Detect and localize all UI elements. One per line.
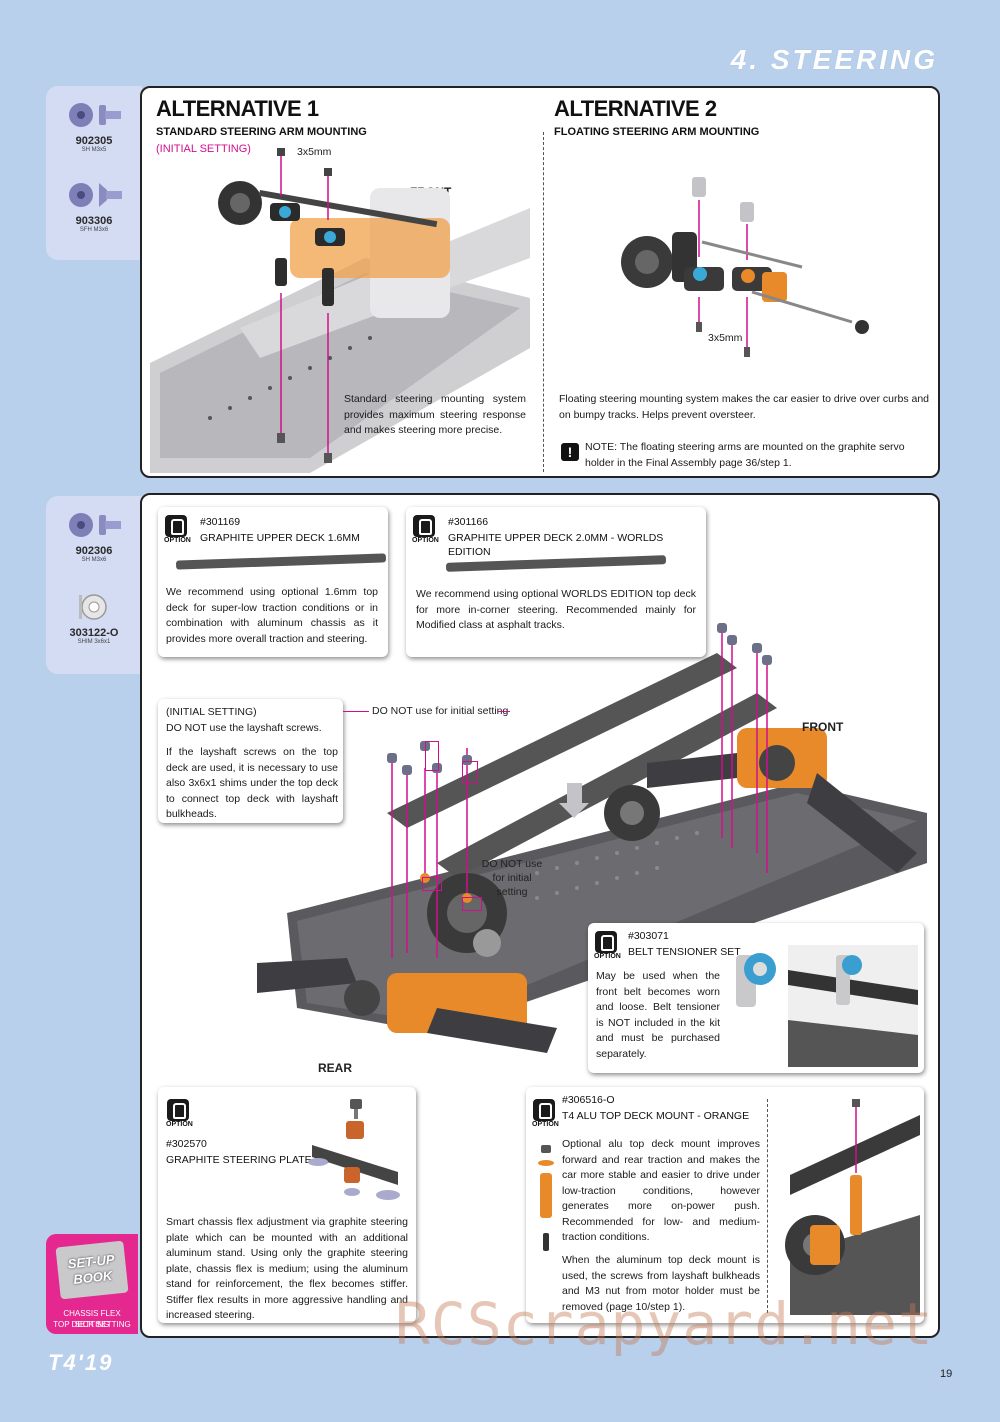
divider xyxy=(543,132,544,472)
highlight-box xyxy=(462,761,478,783)
alt1-subtitle: STANDARD STEERING ARM MOUNTING xyxy=(156,126,367,138)
screw-icon xyxy=(69,103,121,127)
deck-mount-parts-image xyxy=(538,1145,554,1251)
option-deck-20-name: GRAPHITE UPPER DECK 2.0MM - WORLDS EDITI… xyxy=(448,532,664,558)
deck-mount-part: #306516-O xyxy=(562,1094,615,1106)
option-deck-16-text: We recommend using optional 1.6mm top de… xyxy=(166,586,378,645)
option-thumb-icon: OPTION xyxy=(532,1099,559,1131)
setup-book-line1: CHASSIS FLEX SETTING xyxy=(63,1309,121,1329)
initial-setting-text: If the layshaft screws on the top deck a… xyxy=(166,746,338,820)
belt-tensioner-image xyxy=(736,953,776,1007)
alt2-subtitle: FLOATING STEERING ARM MOUNTING xyxy=(554,126,760,138)
donot-label-2: DO NOT use for initial setting xyxy=(481,858,543,898)
option-deck-16-name: GRAPHITE UPPER DECK 1.6MM xyxy=(200,532,360,544)
deck-mount-card: OPTION #306516-O T4 ALU TOP DECK MOUNT -… xyxy=(526,1087,924,1323)
front-label-2: FRONT xyxy=(802,720,844,734)
setup-book-icon: SET-UP BOOK xyxy=(55,1240,129,1300)
belt-tensioner-part: #303071 xyxy=(628,930,669,942)
donot-label-1: DO NOT use for initial setting xyxy=(372,705,509,717)
upper-deck-image xyxy=(175,553,387,570)
option-thumb-icon: OPTION xyxy=(412,515,439,547)
deck-mount-name: T4 ALU TOP DECK MOUNT - ORANGE xyxy=(562,1110,750,1122)
alternatives-panel: ALTERNATIVE 1 STANDARD STEERING ARM MOUN… xyxy=(140,86,940,478)
steering-plate-name: GRAPHITE STEERING PLATE SET xyxy=(166,1154,336,1166)
chassis-assembly-illustration xyxy=(257,623,927,1053)
alt2-steering-illustration xyxy=(621,177,869,357)
part-303122-O: 303122-O SHIM 3x6x1 xyxy=(46,592,142,645)
callout-line xyxy=(343,711,369,712)
alt1-description: Standard steering mounting system provid… xyxy=(344,393,526,436)
rear-label: REAR xyxy=(318,1061,353,1075)
shim-icon xyxy=(79,594,107,620)
screw-icon xyxy=(69,513,121,537)
belt-tensioner-name: BELT TENSIONER SET xyxy=(628,946,741,958)
warning-icon: ! xyxy=(561,443,579,461)
parts-sidebar-bottom: 902306 SH M3x6 303122-O SHIM 3x6x1 xyxy=(46,496,142,674)
t4-logo: T4'19 xyxy=(48,1350,114,1375)
screw-icon xyxy=(69,183,122,207)
option-deck-20-text: We recommend using optional WORLDS EDITI… xyxy=(416,588,696,631)
alt1-title: ALTERNATIVE 1 xyxy=(156,96,319,121)
highlight-box xyxy=(425,741,439,771)
highlight-box xyxy=(462,897,482,911)
belt-tensioner-card: OPTION #303071 BELT TENSIONER SET May be… xyxy=(588,923,924,1073)
alt1-label-3x5: 3x5mm xyxy=(297,146,332,158)
option-thumb-icon: OPTION xyxy=(166,1099,193,1131)
watermark: RCScrapyard.net xyxy=(395,1290,934,1358)
option-thumb-icon: OPTION xyxy=(594,931,621,963)
alt2-note: NOTE: The floating steering arms are mou… xyxy=(585,441,905,469)
steering-plate-part: #302570 xyxy=(166,1138,207,1150)
initial-setting-title: (INITIAL SETTING) xyxy=(166,706,257,718)
page-number: 19 xyxy=(940,1368,953,1380)
steering-plate-card: OPTION #302570 GRAPHITE STEERING PLATE S… xyxy=(158,1087,416,1323)
alt1-chassis-illustration xyxy=(150,148,530,473)
option-deck-20mm-card: OPTION #301166 GRAPHITE UPPER DECK 2.0MM… xyxy=(406,507,706,657)
initial-setting-card: (INITIAL SETTING) DO NOT use the layshaf… xyxy=(158,699,343,823)
deck-mount-detail-image xyxy=(785,1099,920,1315)
top-deck-panel: OPTION #301169 GRAPHITE UPPER DECK 1.6MM… xyxy=(140,493,940,1338)
alt2-title: ALTERNATIVE 2 xyxy=(554,96,717,121)
alt2-description: Floating steering mounting system makes … xyxy=(559,393,930,421)
option-deck-16mm-card: OPTION #301169 GRAPHITE UPPER DECK 1.6MM… xyxy=(158,507,388,657)
initial-setting-warning: DO NOT use the layshaft screws. xyxy=(166,722,322,734)
option-thumb-icon: OPTION xyxy=(164,515,191,547)
steering-plate-text: Smart chassis flex adjustment via graphi… xyxy=(166,1216,408,1321)
deck-mount-text-2: When the aluminum top deck mount is used… xyxy=(562,1254,760,1313)
parts-sidebar-top: 902305 SH M3x5 903306 SFH M3x6 xyxy=(46,86,142,260)
alt1-initial-note: (INITIAL SETTING) xyxy=(156,143,251,155)
option-deck-20-part: #301166 xyxy=(448,516,489,528)
steering-plate-image xyxy=(308,1099,400,1200)
belt-tensioner-detail-image xyxy=(788,945,918,1067)
alt2-label-3x5: 3x5mm xyxy=(708,332,743,344)
highlight-box xyxy=(422,877,442,891)
option-deck-16-part: #301169 xyxy=(200,516,241,528)
part-903306: 903306 SFH M3x6 xyxy=(46,180,142,233)
part-902305: 902305 SH M3x5 xyxy=(46,100,142,153)
belt-tensioner-text: May be used when the front belt becomes … xyxy=(596,970,720,1060)
setup-book-badge: SET-UP BOOK CHASSIS FLEX SETTING TOP DEC… xyxy=(46,1234,138,1334)
setup-book-line2: TOP DECK SETTING xyxy=(53,1320,131,1329)
divider xyxy=(767,1099,768,1313)
part-902306: 902306 SH M3x6 xyxy=(46,510,142,563)
section-title: 4. STEERING xyxy=(730,44,938,75)
deck-mount-text-1: Optional alu top deck mount improves for… xyxy=(562,1138,760,1243)
callout-line xyxy=(498,711,510,712)
